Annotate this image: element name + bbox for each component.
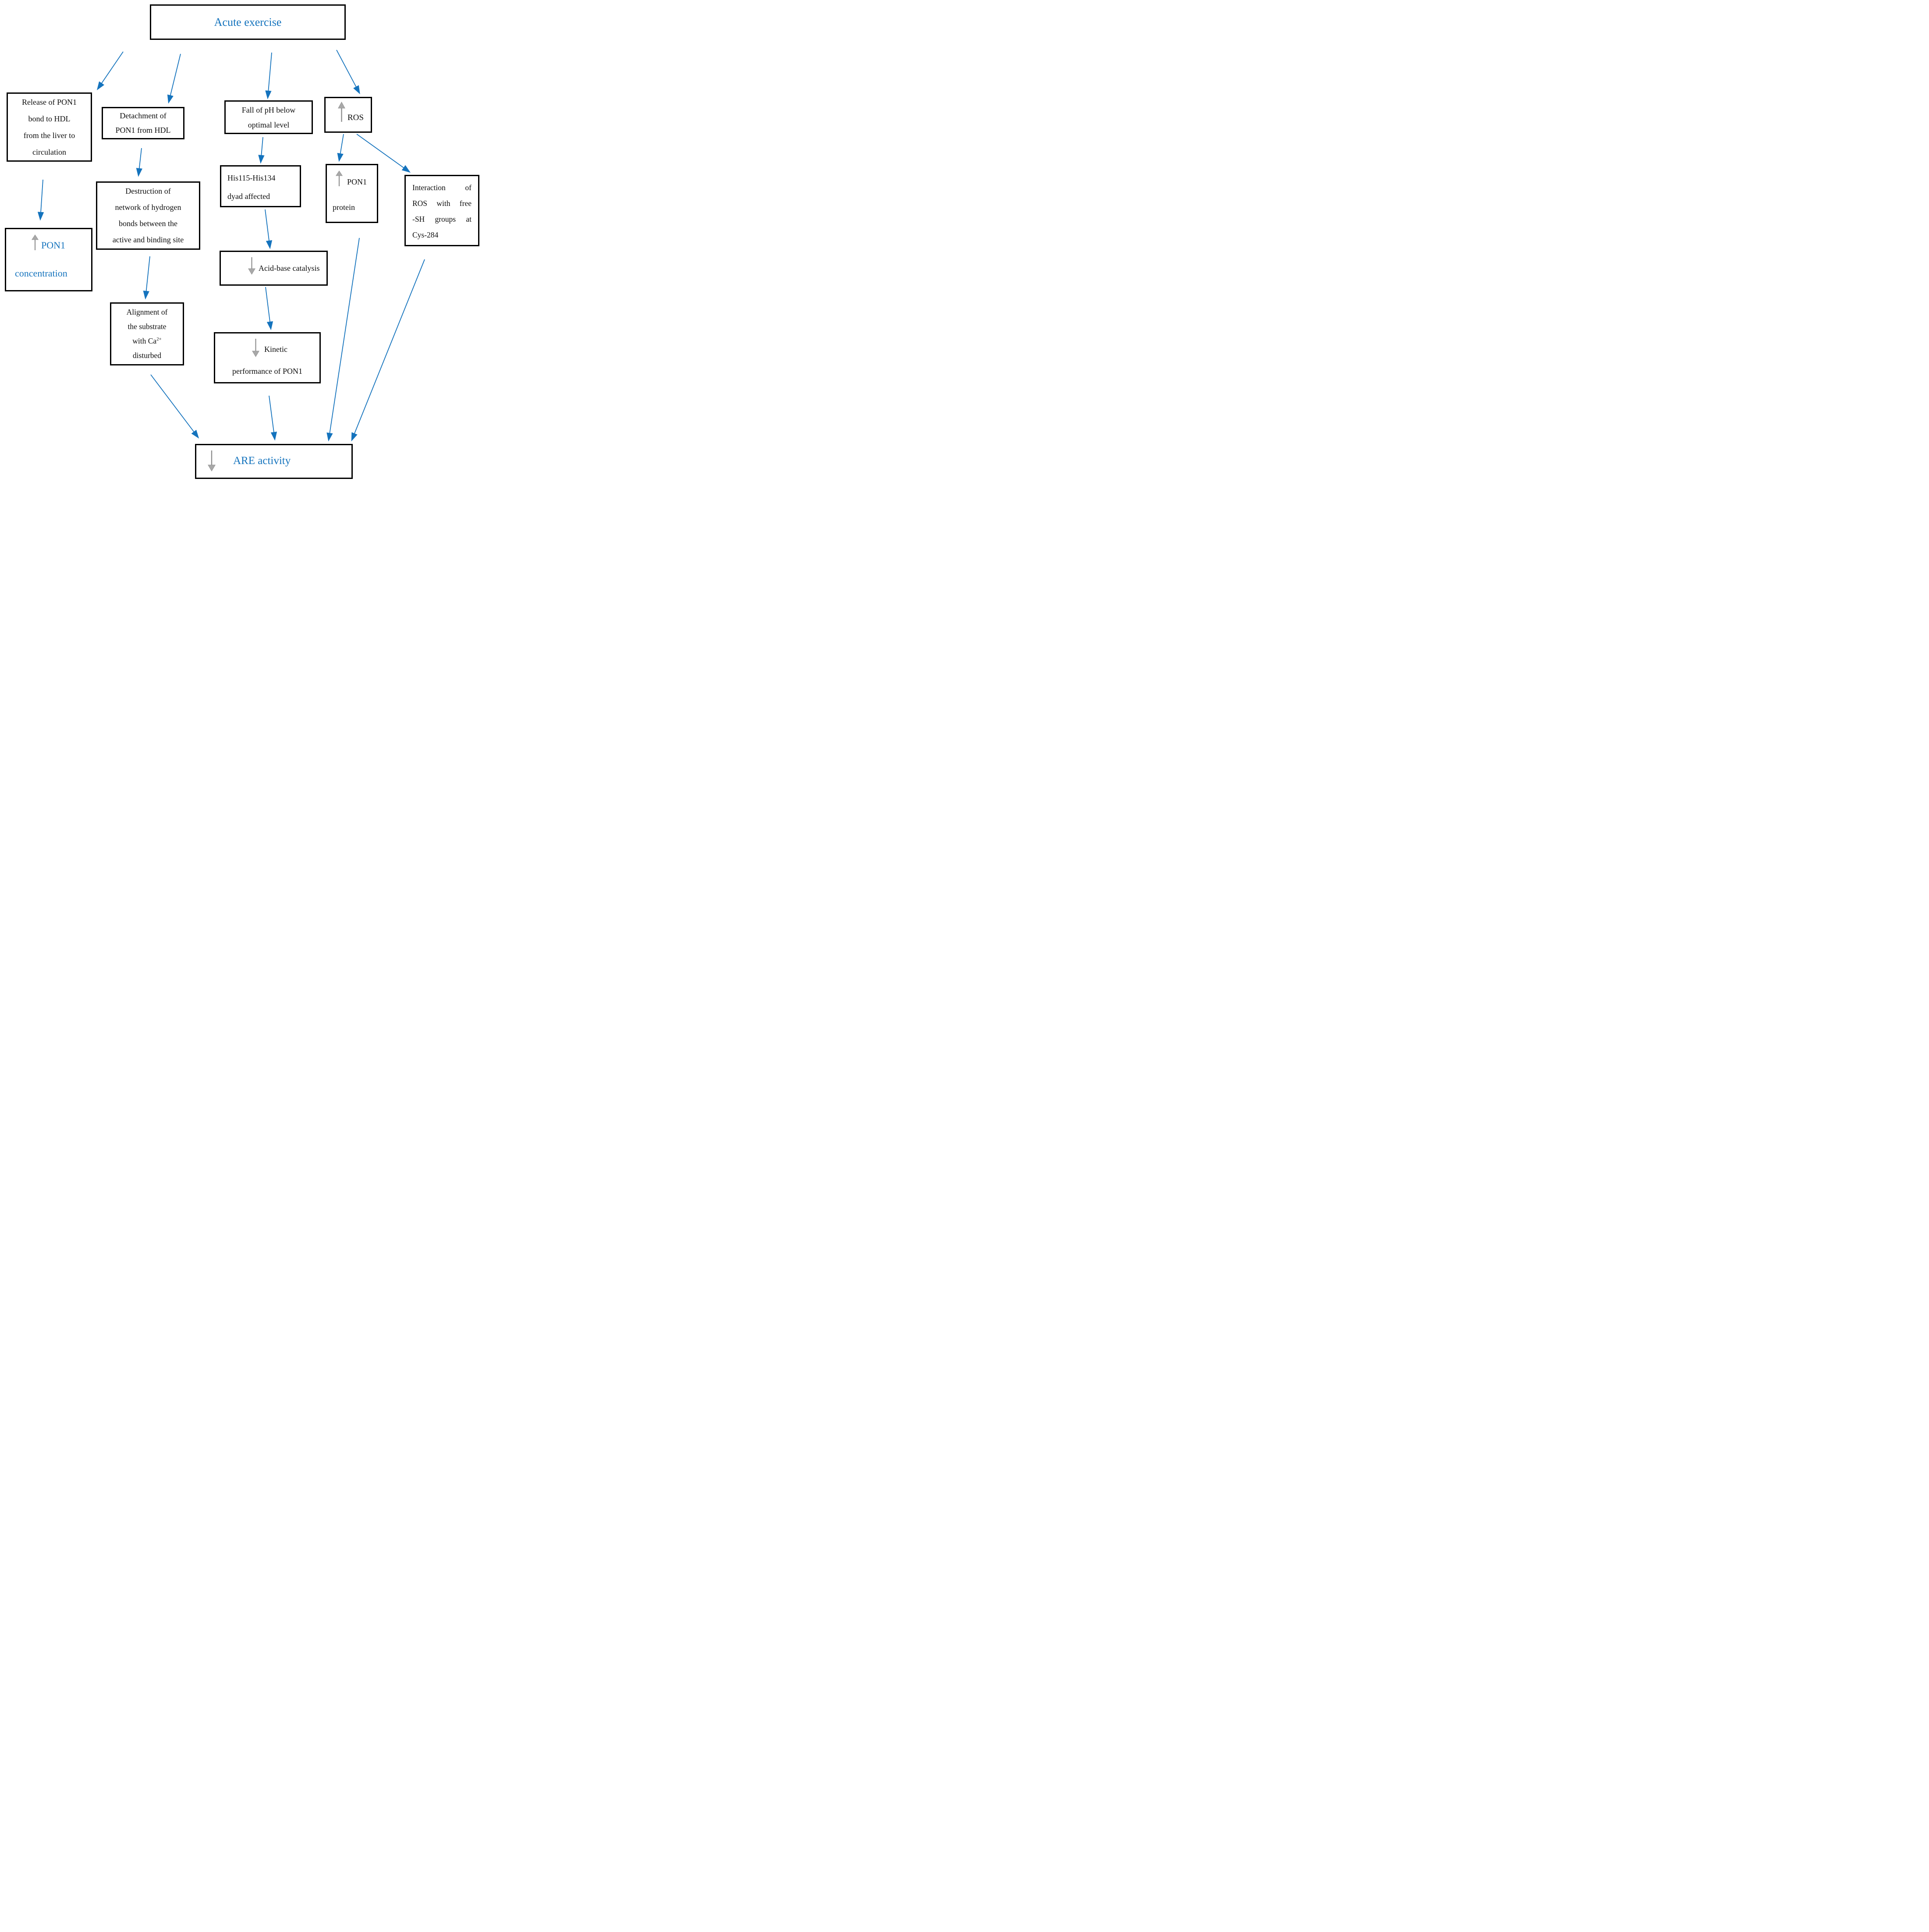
- node-release-line: from the liver to: [23, 131, 75, 140]
- arrow-release-to-pon1conc-icon: [37, 179, 44, 221]
- node-ros-sh-line: -SH groups at: [412, 215, 472, 223]
- node-pon1-protein: PON1 protein: [326, 164, 378, 223]
- up-arrow-icon: [32, 234, 39, 250]
- node-alignment-line: disturbed: [132, 351, 162, 360]
- node-acid-base-label: Acid-base catalysis: [259, 264, 320, 273]
- node-release-line: circulation: [32, 148, 66, 156]
- arrow-acute-to-detach-icon: [167, 53, 181, 104]
- node-alignment-ca-superscript: 2+: [156, 337, 162, 342]
- node-release-pon1: Release of PON1 bond to HDL from the liv…: [7, 92, 92, 162]
- node-alignment-disturbed: Alignment of the substrate with Ca2+ dis…: [110, 302, 184, 365]
- node-release-line: bond to HDL: [28, 114, 71, 123]
- arrow-alignment-to-are-icon: [150, 374, 199, 439]
- arrow-acute-to-ros-icon: [336, 50, 360, 95]
- up-arrow-icon: [338, 102, 345, 122]
- node-detachment: Detachment of PON1 from HDL: [102, 107, 184, 139]
- arrow-pon1protein-to-are-icon: [326, 238, 360, 442]
- node-pon1-concentration-line1: PON1: [41, 240, 66, 251]
- node-pon1-concentration: PON1 concentration: [5, 228, 92, 291]
- arrow-fallph-to-his115-icon: [258, 137, 265, 164]
- node-destruction-h-bonds: Destruction of network of hydrogen bonds…: [96, 181, 200, 250]
- arrow-kinetic-to-are-icon: [269, 395, 277, 441]
- flow-diagram: Acute exercise Release of PON1 bond to H…: [0, 0, 482, 483]
- node-ros-sh-line: Interaction of: [412, 183, 472, 192]
- arrow-interaction-to-are-icon: [351, 259, 425, 442]
- arrow-ros-to-pon1protein-icon: [337, 134, 344, 162]
- arrow-his115-to-acidbase-icon: [265, 209, 273, 249]
- node-ros-sh-line: Cys-284: [412, 230, 439, 239]
- node-fall-of-ph: Fall of pH below optimal level: [224, 100, 313, 134]
- down-arrow-icon: [252, 339, 259, 357]
- node-destruction-line: Destruction of: [125, 187, 171, 195]
- node-acute-exercise-label: Acute exercise: [214, 15, 282, 28]
- node-detachment-line: PON1 from HDL: [115, 126, 171, 135]
- arrow-acute-to-fallph-icon: [265, 52, 272, 99]
- node-are-activity: ARE activity: [195, 444, 353, 479]
- node-destruction-line: network of hydrogen: [115, 203, 181, 212]
- node-pon1-concentration-line2: concentration: [15, 268, 67, 279]
- node-acute-exercise: Acute exercise: [150, 4, 346, 40]
- node-ros: ROS: [324, 97, 372, 133]
- node-pon1-protein-line1: PON1: [347, 177, 367, 186]
- node-his-dyad: His115-His134 dyad affected: [220, 165, 301, 207]
- node-ros-sh-interaction: Interaction of ROS with free -SH groups …: [404, 175, 479, 246]
- down-arrow-icon: [208, 450, 216, 471]
- up-arrow-icon: [336, 170, 343, 186]
- node-pon1-protein-line2: protein: [333, 203, 355, 212]
- arrow-acute-to-release-icon: [96, 51, 124, 90]
- node-alignment-line: with Ca2+: [132, 334, 161, 348]
- node-kinetic-performance: Kinetic performance of PON1: [214, 332, 321, 383]
- node-detachment-line: Detachment of: [120, 111, 167, 120]
- node-alignment-line3-text: with Ca: [132, 337, 157, 345]
- node-acid-base-catalysis: Acid-base catalysis: [220, 251, 328, 286]
- arrow-acidbase-to-kinetic-icon: [265, 287, 273, 330]
- arrow-destruction-to-alignment-icon: [143, 256, 150, 300]
- down-arrow-icon: [248, 257, 255, 275]
- node-alignment-line: Alignment of: [126, 308, 168, 316]
- node-alignment-line: the substrate: [128, 322, 167, 331]
- node-fall-of-ph-line: optimal level: [248, 120, 290, 129]
- node-kinetic-line2: performance of PON1: [232, 367, 302, 376]
- node-his-dyad-line: His115-His134: [227, 174, 276, 182]
- node-fall-of-ph-line: Fall of pH below: [241, 105, 296, 114]
- node-destruction-line: bonds between the: [119, 219, 177, 228]
- node-his-dyad-line: dyad affected: [227, 192, 270, 201]
- node-release-line: Release of PON1: [22, 98, 77, 106]
- arrow-detach-to-destruction-icon: [136, 148, 142, 177]
- node-destruction-line: active and binding site: [112, 235, 184, 244]
- node-kinetic-line1: Kinetic: [264, 345, 287, 354]
- node-ros-label: ROS: [348, 113, 364, 122]
- node-are-activity-label: ARE activity: [233, 455, 291, 467]
- node-ros-sh-line: ROS with free: [412, 199, 472, 208]
